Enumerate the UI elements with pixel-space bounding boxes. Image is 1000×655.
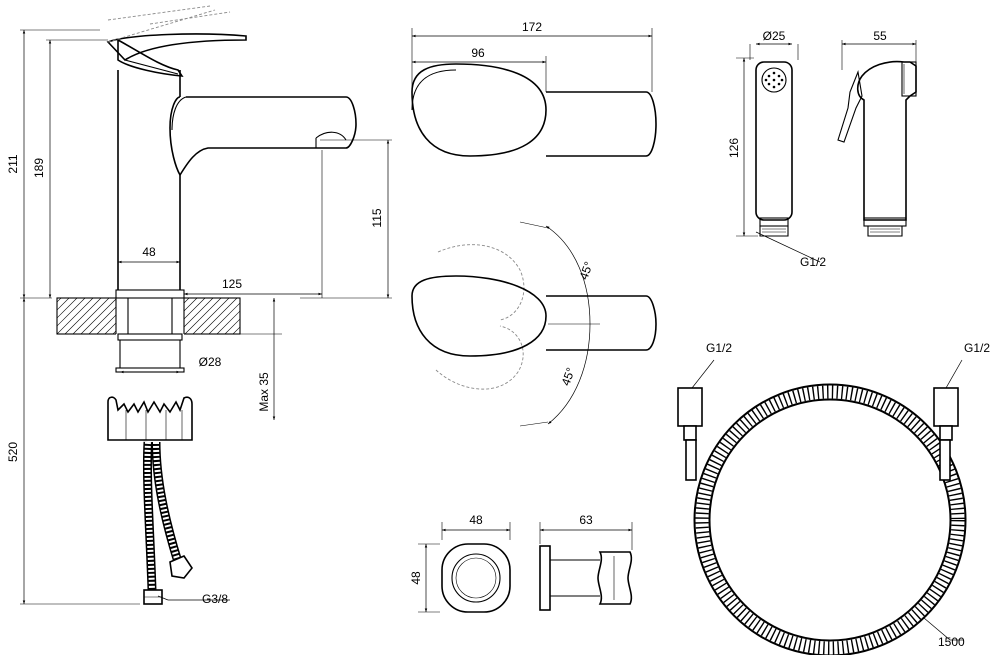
angle-down: 45° [559, 366, 578, 388]
hatch-line [265, 298, 301, 334]
hatch-line [241, 298, 277, 334]
hand-shower-length: 126 [727, 138, 741, 158]
nozzle-dot [772, 71, 776, 75]
hatch-line [192, 298, 230, 334]
wall-holder-side: 63 [539, 513, 633, 611]
hatch-line [57, 298, 78, 319]
hatch-line [57, 298, 70, 311]
lever-rotation-view: 45° 45° [411, 221, 657, 427]
dim-spout-height: 115 [370, 208, 384, 227]
hatch-line [17, 298, 53, 334]
hatch-line [216, 310, 240, 334]
shower-hose: G1/2 G1/2 1500 [677, 341, 990, 655]
hose-thread-left: G1/2 [706, 341, 732, 355]
dim-shank-diameter: Ø28 [199, 355, 222, 369]
hand-shower-side: 55 [837, 29, 917, 237]
nozzle-dot [772, 78, 776, 82]
hatch-line [289, 298, 325, 334]
dim-spout-reach: 125 [222, 277, 242, 291]
hatch-line [57, 298, 94, 334]
faucet-top-dimensions [411, 28, 653, 92]
hose-thread-right: G1/2 [964, 341, 990, 355]
hose-length: 1500 [938, 635, 965, 649]
hand-shower-front: G1/2 Ø25 126 [727, 29, 826, 269]
hand-shower-side-width: 55 [873, 29, 887, 43]
hatch-line [249, 298, 285, 334]
wall-holder-width: 48 [469, 513, 483, 527]
wall-holder-depth: 63 [579, 513, 593, 527]
hatch-line [200, 298, 238, 334]
hatch-line [184, 298, 222, 334]
hand-shower-thread: G1/2 [800, 255, 826, 269]
dim-lever-length: 96 [471, 46, 485, 60]
nozzle-dot [772, 85, 776, 89]
dim-hose-thread: G3/8 [202, 592, 228, 606]
hatch-line [273, 298, 309, 334]
supply-hoses [142, 441, 193, 605]
hatch-line [57, 298, 62, 303]
hatch-line [64, 298, 102, 334]
hatch-line [208, 302, 240, 334]
mounting-nut [107, 396, 193, 441]
hatch-line [281, 298, 317, 334]
dim-height-total: 211 [6, 154, 20, 173]
hatch-line [224, 318, 240, 334]
faucet-side-dimensions [20, 29, 392, 605]
hatch-line [257, 298, 293, 334]
faucet-spout [169, 96, 357, 176]
faucet-body [115, 70, 185, 299]
faucet-shank [115, 298, 185, 373]
dim-height-spout-top: 189 [32, 158, 46, 178]
nozzle-dot [777, 74, 781, 78]
hatch-line [232, 326, 240, 334]
nozzle-dot [767, 74, 771, 78]
wall-holder-height: 48 [409, 571, 423, 585]
hatch-line [57, 298, 86, 327]
faucet-lever [106, 5, 247, 77]
hatch-line [72, 298, 110, 334]
faucet-side-view: 211 189 115 48 125 Ø28 Max 35 520 G3/8 [6, 5, 392, 606]
nozzle-dot [767, 82, 771, 86]
nozzle-dot [764, 78, 768, 82]
wall-holder-front: 48 48 [409, 513, 511, 613]
dim-body-diameter: 48 [142, 245, 156, 259]
spray-nozzles [764, 71, 784, 89]
faucet-top-view: 172 96 [411, 20, 657, 157]
dim-hose-length: 520 [6, 442, 20, 462]
nozzle-dot [777, 82, 781, 86]
dim-counter-max: Max 35 [257, 372, 271, 412]
countertop-section [17, 297, 325, 335]
angle-up: 45° [577, 260, 596, 282]
nozzle-dot [780, 78, 784, 82]
hatch-line [80, 298, 118, 334]
hand-shower-diameter: Ø25 [763, 29, 786, 43]
dim-overall-length: 172 [522, 20, 542, 34]
